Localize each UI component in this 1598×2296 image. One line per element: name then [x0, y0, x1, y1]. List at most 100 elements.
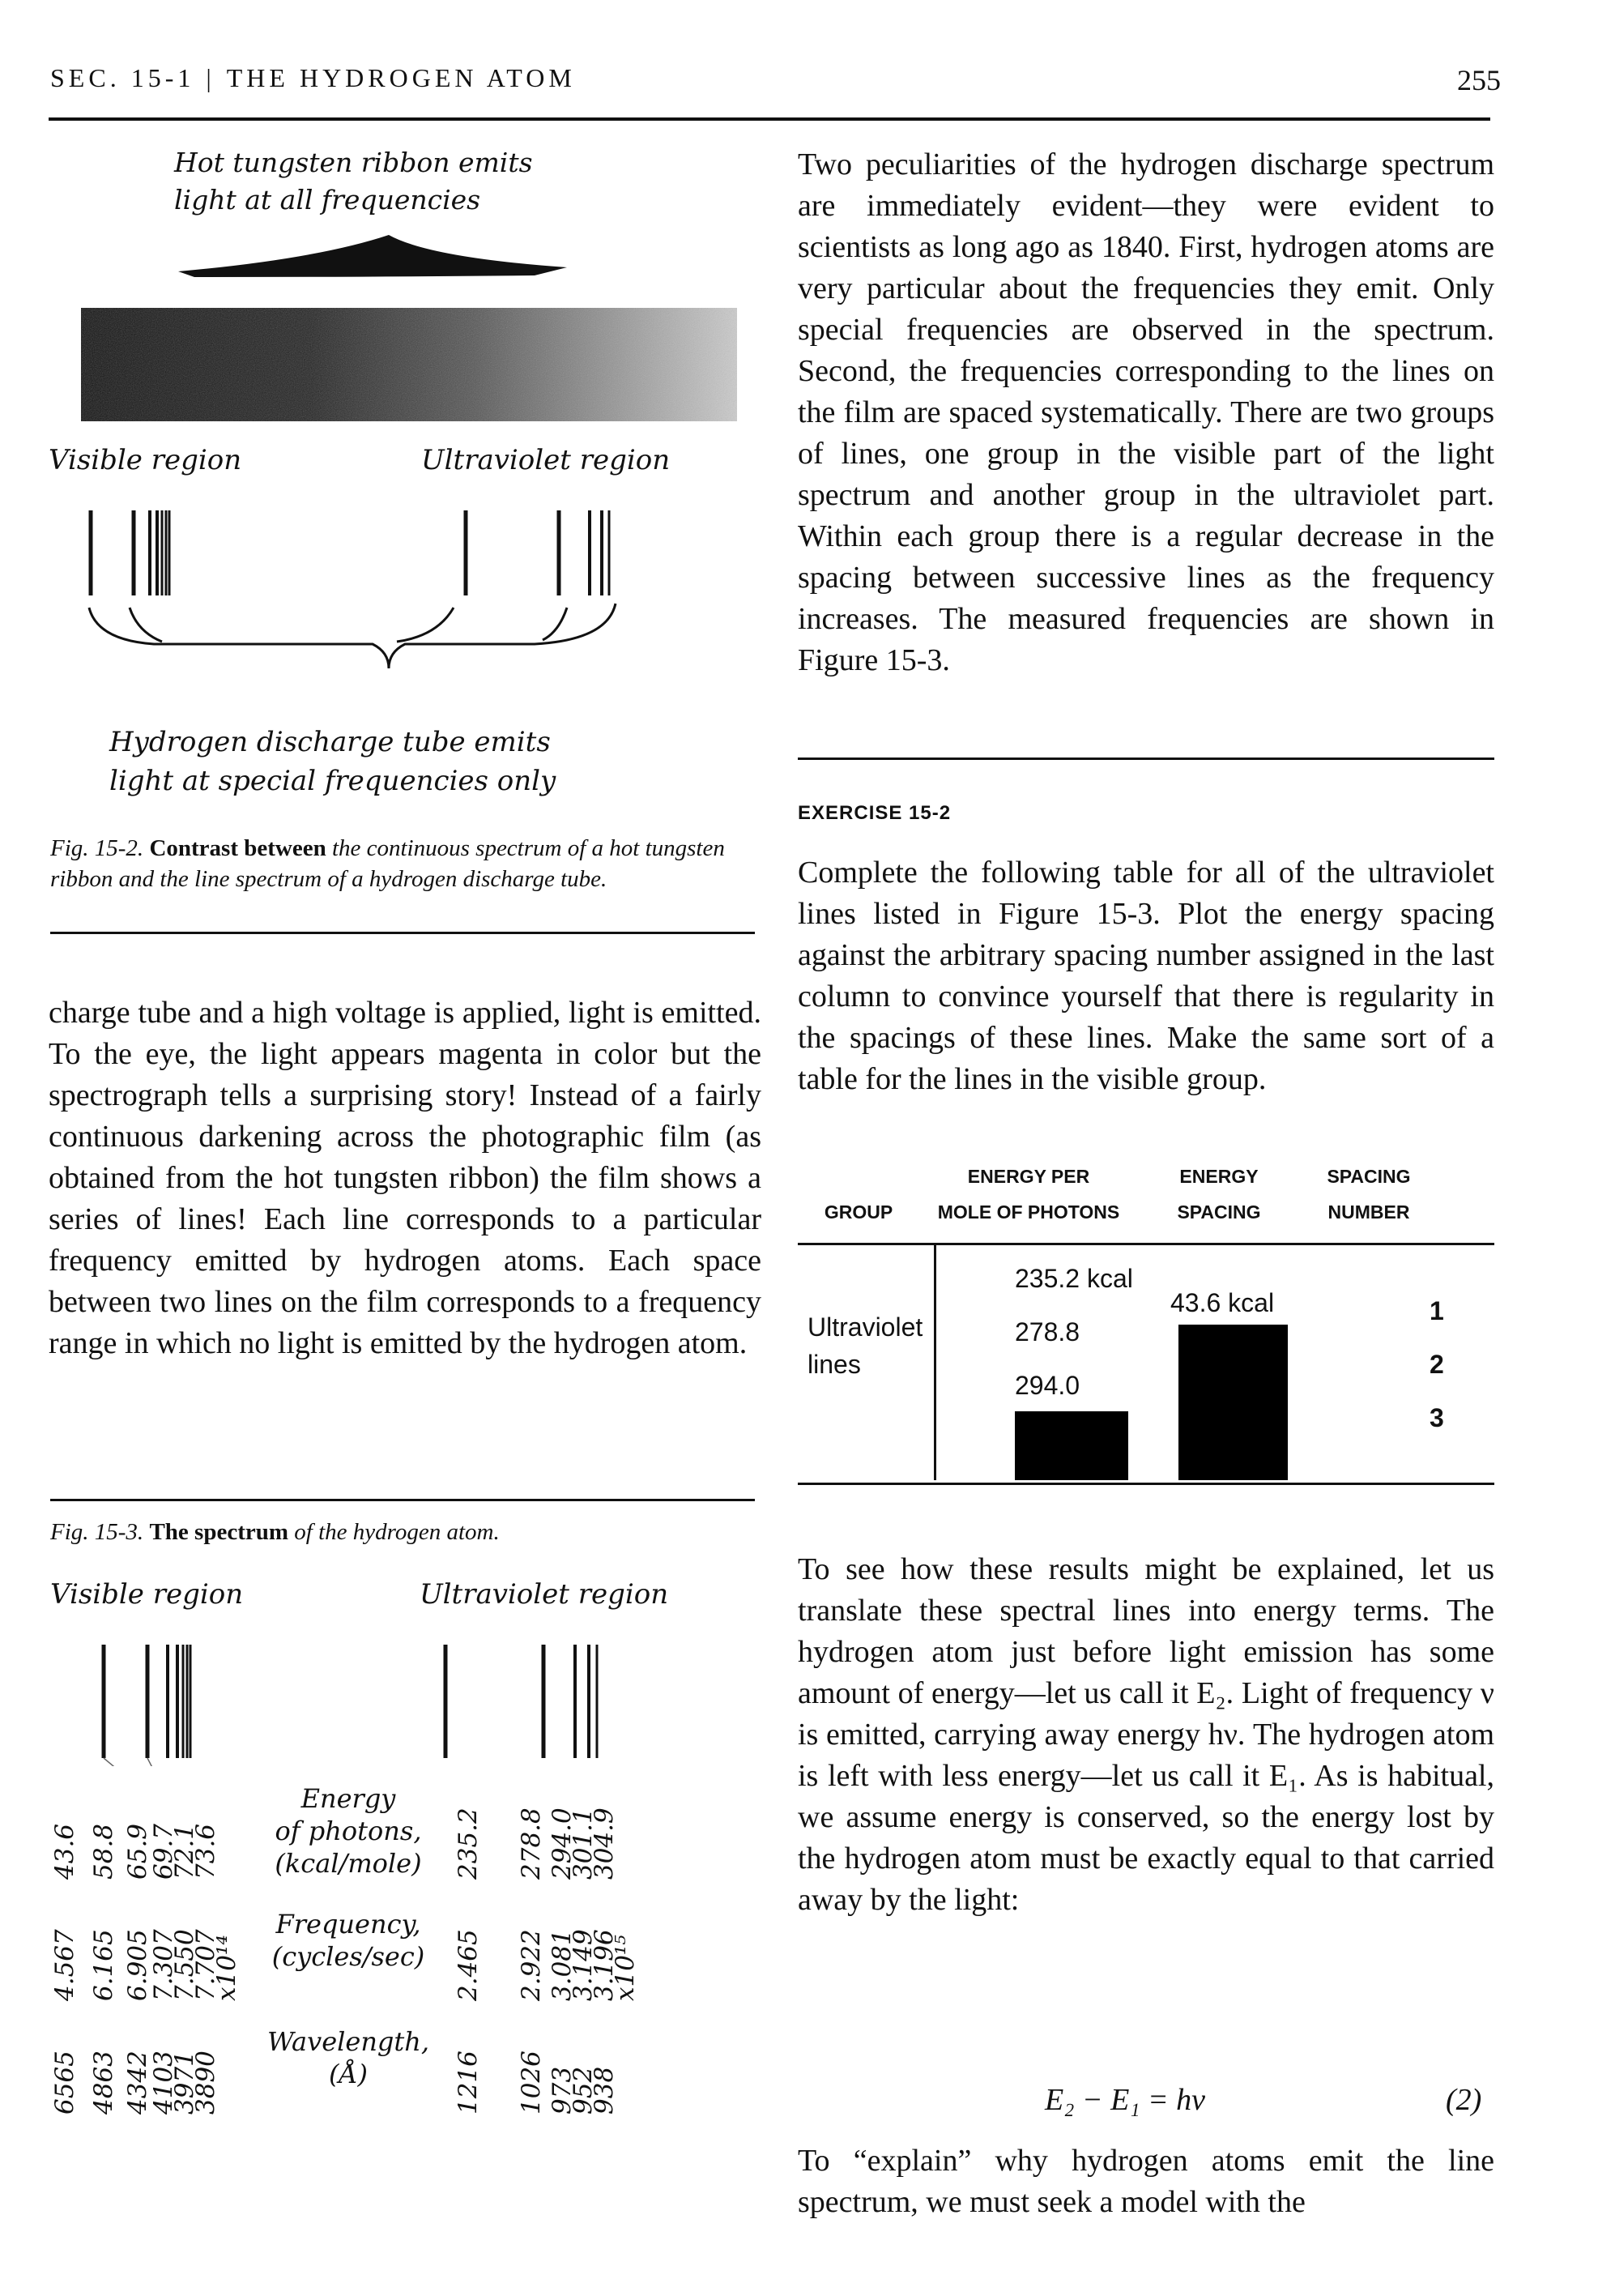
- visible-frequency-value: 6.165: [89, 1929, 118, 2001]
- visible-values: 43.6 58.8 65.9 69.7 72.1 73.6 4.567 6.16…: [50, 1782, 261, 2123]
- table-header-rule: [798, 1243, 1494, 1245]
- visible-energy-value: 65.9: [123, 1823, 152, 1880]
- header-line: MOLE OF PHOTONS: [937, 1201, 1120, 1223]
- page-number: 255: [1457, 64, 1501, 96]
- frequency-label-line: (cycles/sec): [271, 1941, 425, 1972]
- exercise-heading: EXERCISE 15-2: [798, 802, 952, 824]
- chapter-title: THE HYDROGEN ATOM: [226, 63, 576, 92]
- table-header-spacing: ENERGY SPACING: [1154, 1159, 1284, 1230]
- fig-15-3-caption-bold: The spectrum: [149, 1519, 289, 1545]
- table-column-rule: [934, 1245, 936, 1480]
- energy-cell: 278.8: [1015, 1317, 1080, 1346]
- divider: [50, 932, 755, 934]
- energy-cell: 294.0: [1015, 1371, 1080, 1400]
- exercise-table: GROUP ENERGY PER MOLE OF PHOTONS ENERGY …: [798, 1159, 1494, 1499]
- left-body-paragraph: charge tube and a high voltage is applie…: [49, 996, 761, 1360]
- table-bottom-rule: [798, 1483, 1494, 1485]
- uv-wavelength-value: 938: [590, 2066, 619, 2115]
- group-line: Ultraviolet: [808, 1312, 923, 1342]
- frequency-label-line: Frequency,: [275, 1909, 421, 1940]
- brace-shape: [87, 603, 617, 669]
- header-line: ENERGY PER: [967, 1166, 1090, 1187]
- right-body-paragraph-3: To “explain” why hydrogen atoms emit the…: [798, 2144, 1494, 2219]
- uv-values: 235.2 278.8 294.0 301.1 304.9 2.465 2.92…: [454, 1782, 697, 2123]
- fig-15-3-label: Fig. 15-3.: [50, 1519, 144, 1545]
- header-line: SPACING: [1177, 1201, 1261, 1223]
- energy-label-line: Energy: [300, 1783, 396, 1814]
- fig-15-2-illustration: [81, 235, 737, 669]
- table-header-group: GROUP: [824, 1201, 893, 1223]
- exercise-text: Complete the following table for all of …: [798, 856, 1494, 1096]
- film-grain: [81, 308, 737, 421]
- header-line: NUMBER: [1327, 1201, 1410, 1223]
- energy-axis-label: Energy of photons, (kcal/mole): [259, 1782, 437, 1880]
- fig-15-2-top-caption: Hot tungsten ribbon emits light at all f…: [174, 144, 533, 219]
- visible-energy-value: 43.6: [50, 1823, 79, 1880]
- visible-frequency-value: 4.567: [50, 1929, 79, 2001]
- uv-frequency-value: 2.465: [454, 1929, 483, 2001]
- energy-label-line: of photons,: [275, 1816, 422, 1846]
- wavelength-label-line: (Å): [328, 2059, 369, 2089]
- equation: E₂ − E₁ = hν: [1045, 2083, 1205, 2117]
- line-spectrum-lines: [88, 510, 611, 595]
- uv-frequency-exponent: x10¹⁵: [611, 1935, 640, 2001]
- running-header: SEC. 15-1 | THE HYDROGEN ATOM: [50, 63, 576, 93]
- tungsten-ribbon-shape: [178, 235, 567, 277]
- fig-15-3-uv-label: Ultraviolet region: [420, 1578, 669, 1611]
- fig-15-2-bottom-caption: Hydrogen discharge tube emits light at s…: [109, 723, 556, 800]
- uv-energy-value: 278.8: [517, 1807, 546, 1880]
- spacing-number: 1: [1430, 1296, 1444, 1325]
- uv-frequency-value: 2.922: [517, 1929, 546, 2001]
- fig-15-2-label: Fig. 15-2.: [50, 835, 144, 861]
- blank-answer-box: [1178, 1325, 1288, 1480]
- fig-15-2-caption-rest: the continuous spectrum of a hot tungste…: [50, 835, 725, 892]
- fig-15-2-visible-label: Visible region: [49, 444, 242, 476]
- uv-wavelength-value: 1026: [517, 2051, 546, 2115]
- header-rule: [49, 117, 1490, 121]
- bottom-caption-line-1: Hydrogen discharge tube emits: [109, 726, 551, 758]
- top-caption-line-2: light at all frequencies: [174, 184, 481, 216]
- visible-frequency-value: 6.905: [123, 1929, 152, 2001]
- right-body-paragraph-2: To see how these results might be explai…: [798, 1552, 1494, 1917]
- spacing-number: 3: [1430, 1403, 1444, 1432]
- wavelength-label-line: Wavelength,: [266, 2026, 430, 2057]
- fig-15-2-uv-label: Ultraviolet region: [421, 444, 671, 476]
- energy-cell: 235.2 kcal: [1015, 1264, 1133, 1293]
- fig-15-3-visible-label: Visible region: [50, 1578, 244, 1611]
- section-number: SEC. 15-1: [50, 63, 195, 92]
- wavelength-axis-label: Wavelength, (Å): [259, 2025, 437, 2090]
- uv-energy-value: 235.2: [454, 1807, 483, 1880]
- visible-energy-value: 73.6: [191, 1823, 220, 1880]
- visible-wavelength-value: 4863: [89, 2051, 118, 2115]
- visible-frequency-exponent: x10¹⁴: [212, 1935, 241, 2001]
- uv-energy-value: 304.9: [590, 1807, 619, 1880]
- header-line: SPACING: [1327, 1166, 1411, 1187]
- bottom-caption-line-2: light at special frequencies only: [109, 765, 556, 797]
- blank-answer-box: [1015, 1411, 1128, 1480]
- energy-label-line: (kcal/mole): [275, 1848, 422, 1879]
- visible-energy-value: 58.8: [89, 1823, 118, 1880]
- fig-15-3-line-spectrum: [101, 1645, 599, 1766]
- divider: [50, 1499, 755, 1501]
- fig-15-3-caption-rest: of the hydrogen atom.: [294, 1519, 500, 1545]
- equation-number: (2): [1446, 2083, 1482, 2117]
- top-caption-line-1: Hot tungsten ribbon emits: [174, 147, 533, 178]
- uv-wavelength-value: 1216: [454, 2051, 483, 2115]
- visible-wavelength-value: 6565: [50, 2051, 79, 2115]
- fig-15-2-caption-bold: Contrast between: [149, 835, 326, 861]
- table-group-cell: Ultraviolet lines: [808, 1308, 923, 1383]
- table-header-energy: ENERGY PER MOLE OF PHOTONS: [919, 1159, 1138, 1230]
- group-line: lines: [808, 1350, 861, 1379]
- fig-15-2-caption: Fig. 15-2. Contrast between the continuo…: [50, 833, 755, 894]
- right-body-paragraph-1: Two peculiarities of the hydrogen discha…: [798, 147, 1494, 677]
- frequency-axis-label: Frequency, (cycles/sec): [259, 1908, 437, 1973]
- fig-15-3-caption: Fig. 15-3. The spectrum of the hydrogen …: [50, 1517, 755, 1547]
- spacing-number: 2: [1430, 1350, 1444, 1379]
- header-separator: |: [206, 63, 215, 92]
- visible-wavelength-value: 3890: [191, 2051, 220, 2115]
- header-line: ENERGY: [1179, 1166, 1259, 1187]
- divider: [798, 758, 1494, 760]
- table-header-number: SPACING NUMBER: [1300, 1159, 1438, 1230]
- spacing-cell: 43.6 kcal: [1170, 1288, 1275, 1317]
- visible-wavelength-value: 4342: [123, 2051, 152, 2115]
